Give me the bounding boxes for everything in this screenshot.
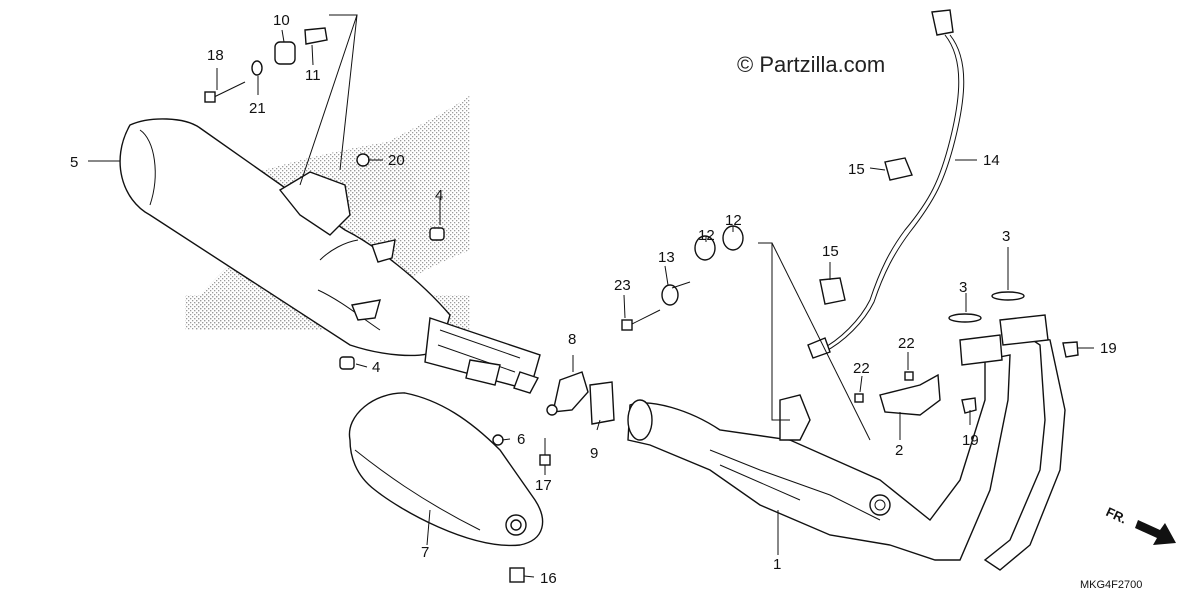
grommet-12a [694,235,716,261]
nut-4-lower [339,356,355,370]
collar-13 [661,281,691,306]
part-label-19b: 19 [1100,340,1117,357]
gasket-3b [991,291,1025,301]
part-label-8: 8 [568,331,576,348]
part-label-23: 23 [614,277,631,294]
nut-4-upper [429,227,445,241]
part-label-1: 1 [773,556,781,573]
part-label-22a: 22 [853,360,870,377]
part-label-7: 7 [421,544,429,561]
exhaust-pipe-assembly [627,314,1066,571]
part-label-18: 18 [207,47,224,64]
rubber-bushing-10 [274,41,296,65]
nut-6 [492,434,504,446]
bolt-22a [854,393,864,403]
part-label-12a: 12 [698,227,715,244]
part-label-4-upper: 4 [435,187,443,204]
front-direction-arrow: FR. [1104,504,1176,545]
nut-19b [1062,341,1079,358]
part-label-3b: 3 [1002,228,1010,245]
bolt-23 [621,309,661,331]
nut-19a [961,397,977,414]
nut-20 [356,153,370,167]
part-label-5: 5 [70,154,78,171]
part-label-15-upper: 15 [848,161,865,178]
part-label-11: 11 [305,67,321,84]
clamp-15-lower [819,277,846,305]
diagram-code: MKG4F2700 [1080,579,1142,591]
muffler-body [119,118,541,394]
clamp-band-8 [546,371,589,416]
part-label-12b: 12 [725,212,742,229]
bolt-18 [204,81,246,103]
clamp-15-upper [884,157,913,181]
part-label-22b: 22 [898,335,915,352]
bolt-22b [904,371,914,381]
part-label-4-lower: 4 [372,359,380,376]
part-label-13: 13 [658,249,675,266]
part-label-15-lower: 15 [822,243,839,260]
part-label-9: 9 [590,445,598,462]
part-label-21: 21 [249,100,266,117]
gasket-3a [948,313,982,323]
collar-11 [304,27,328,45]
muffler-cover [348,392,544,547]
leader-lines [88,14,1094,578]
part-label-14: 14 [983,152,1000,169]
front-indicator-label: FR. [1104,504,1129,526]
bolt-17 [539,438,551,466]
part-label-19a: 19 [962,432,979,449]
sleeve-gasket-9 [589,381,615,425]
watermark: © Partzilla.com [737,52,885,77]
washer-21 [251,60,263,76]
part-label-10: 10 [273,12,290,29]
part-label-20: 20 [388,152,405,169]
part-label-16: 16 [540,570,557,587]
part-label-3a: 3 [959,279,967,296]
part-label-2: 2 [895,442,903,459]
part-label-6: 6 [517,431,525,448]
part-label-17: 17 [535,477,552,494]
bracket [879,373,941,416]
o2-sensor-wire [807,9,965,359]
bolt-16 [509,567,525,583]
